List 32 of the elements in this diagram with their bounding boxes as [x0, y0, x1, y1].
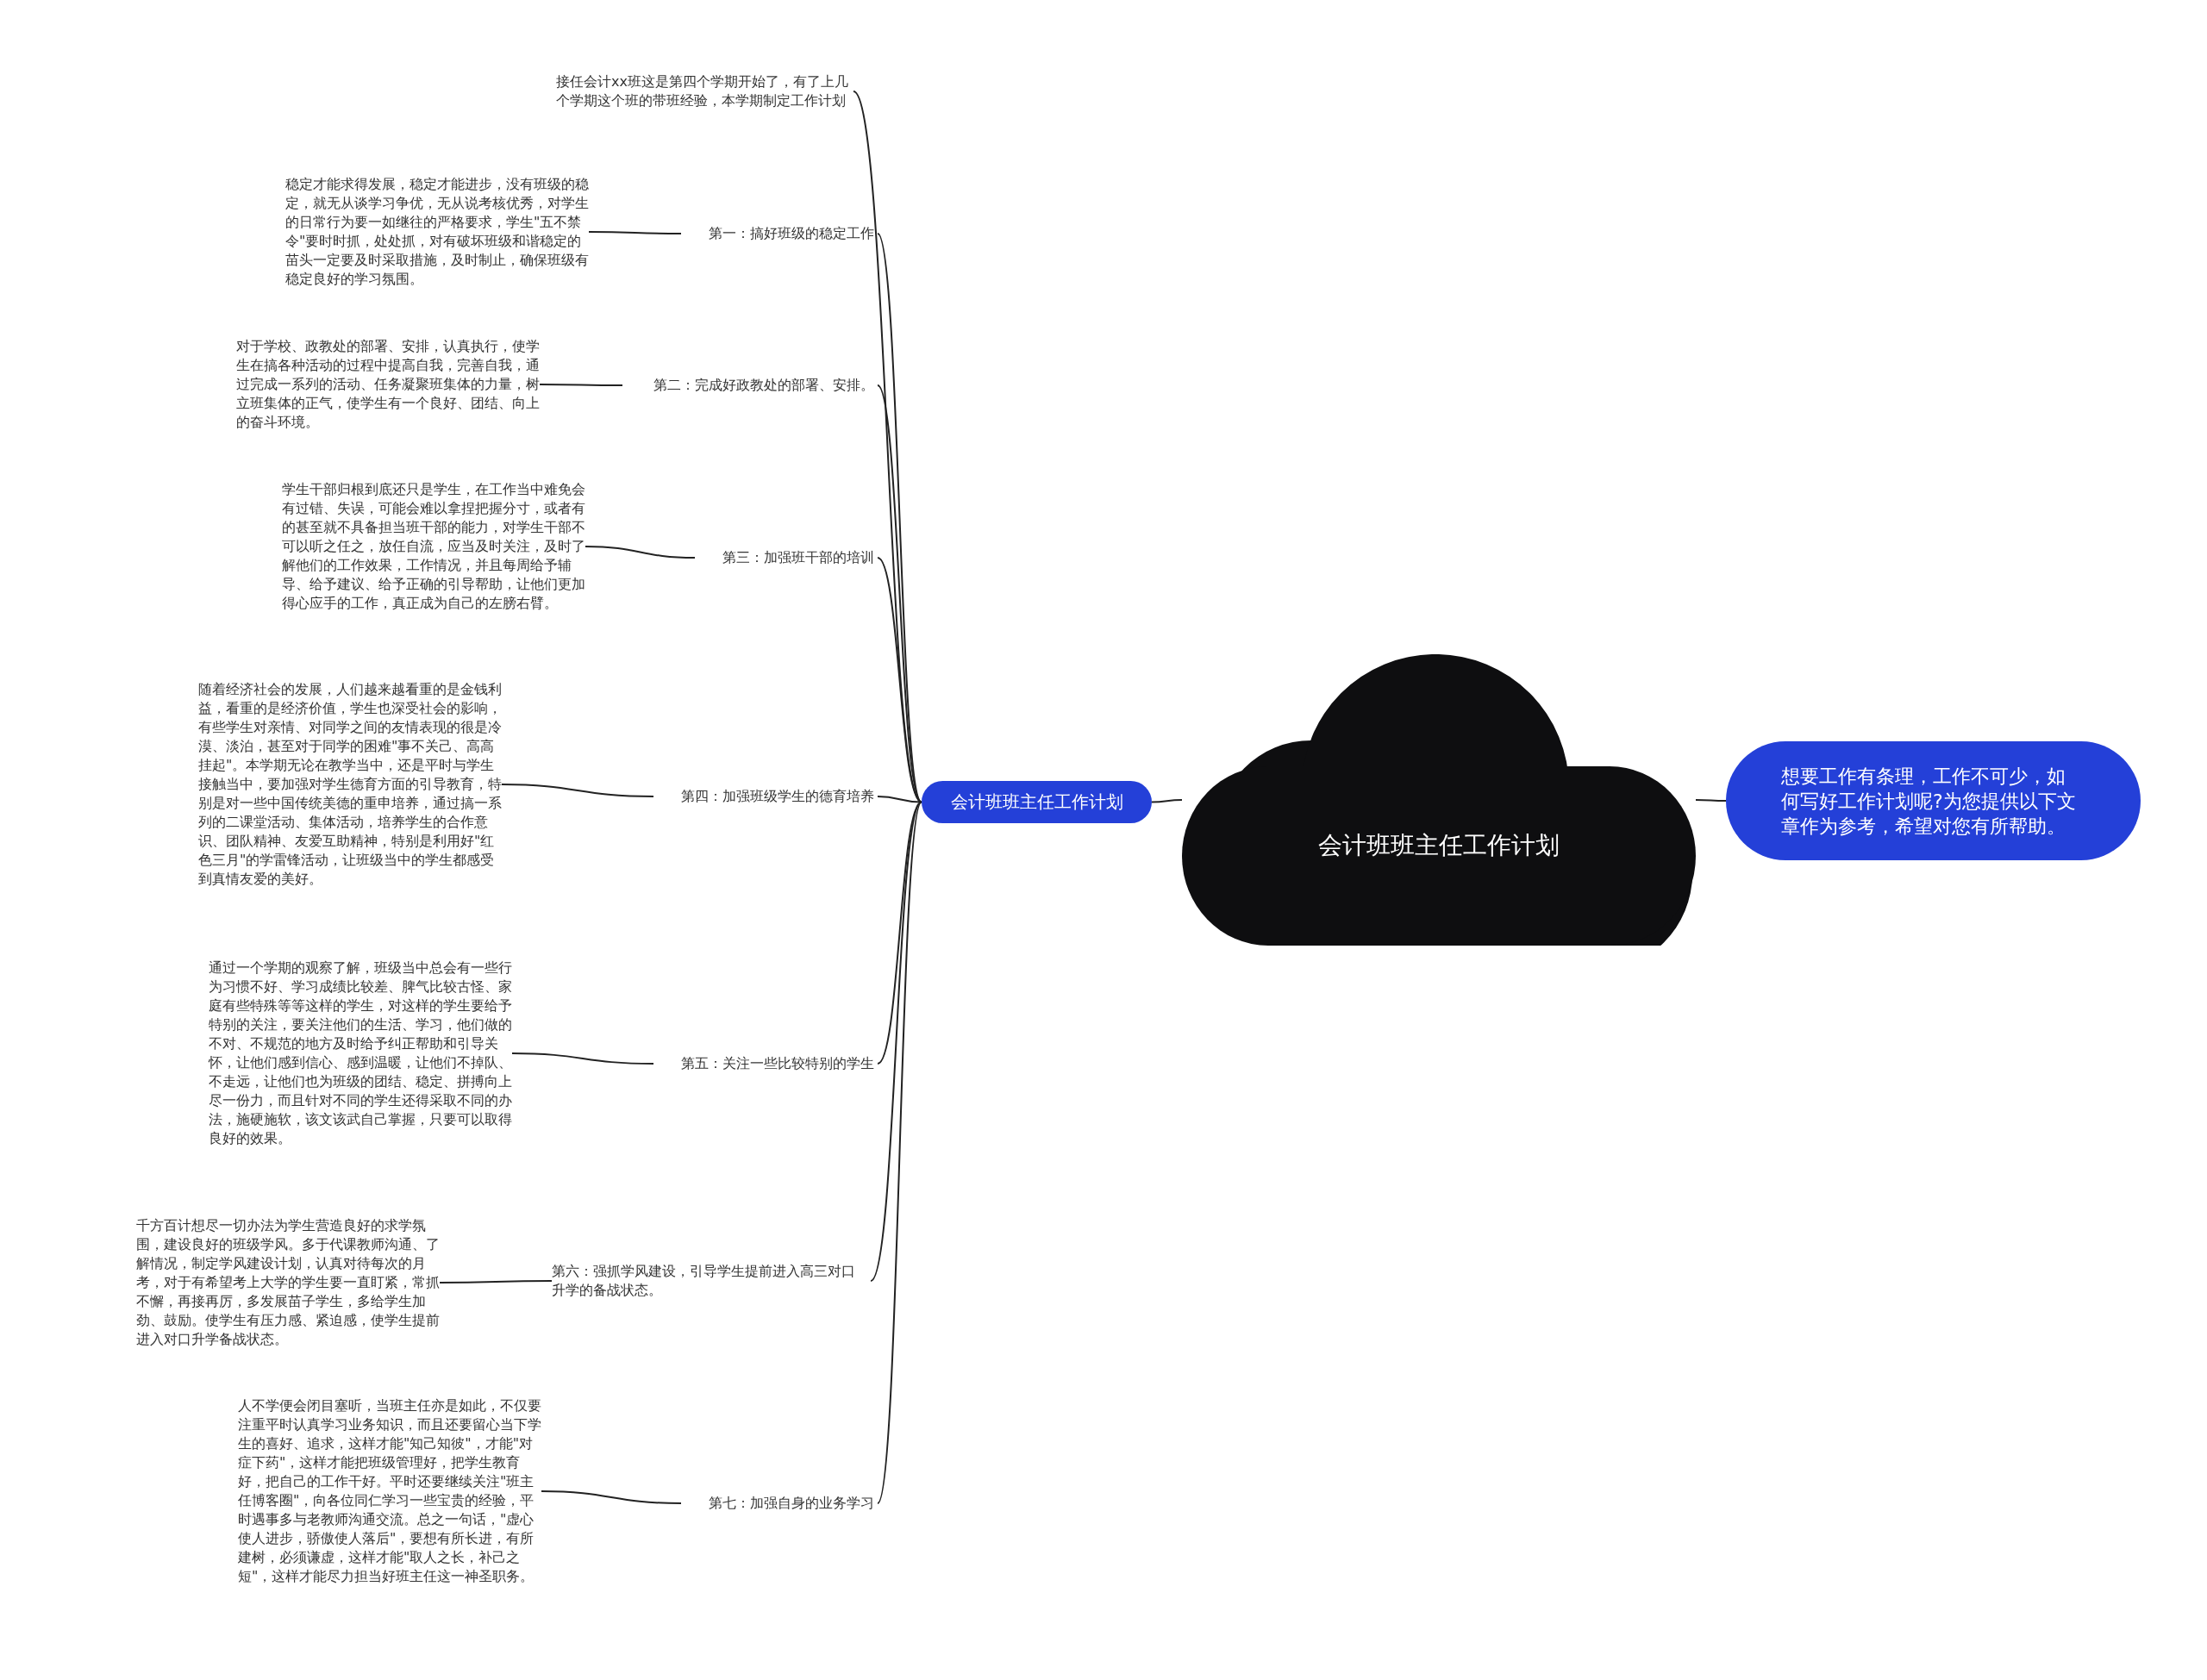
- branch-heading: 第七：加强自身的业务学习: [681, 1494, 878, 1513]
- connector-line: [511, 1052, 654, 1065]
- connector-line: [877, 796, 922, 803]
- detail-text: 稳定才能求得发展，稳定才能进步，没有班级的稳定，就无从谈学习争优，无从说考核优秀，对学生的日常行为要一如继往的严格要求，学生"五不禁令"要时时抓，处处抓，对有破坏班级和谐稳定的苗头一定要及时采取措施，及时制止，确保班级有稳定良好的学习氛围。: [285, 175, 589, 289]
- connector-line: [588, 231, 682, 234]
- branch-heading: 第二：完成好政教处的部署、安排。: [622, 376, 878, 395]
- branch-heading: 第六：强抓学风建设，引导学生提前进入高三对口升学的备战状态。: [552, 1262, 871, 1300]
- branch-heading: 第五：关注一些比较特别的学生: [653, 1054, 878, 1073]
- detail-text: 通过一个学期的观察了解，班级当中总会有一些行为习惯不好、学习成绩比较差、脾气比较古怪、家庭有些特殊等等这样的学生，对这样的学生要给予特别的关注，要关注他们的生活、学习，他们做的不对、不规范的地方及时给予纠正帮助和引导关怀，让他们感到信心、感到温暖，让他们不掉队、不走远，让他们也为班级的团结、稳定、拼搏向上尽一份力，而且针对不同的学生还得采取不同的办法，施硬施软，该文该武自己掌握，只要可以取得良好的效果。: [209, 959, 512, 1148]
- detail-text: 对于学校、政教处的部署、安排，认真执行，使学生在搞各种活动的过程中提高自我，完善自我，通过完成一系列的活动、任务凝聚班集体的力量，树立班集体的正气，使学生有一个良好、团结、向上的奋斗环境。: [236, 337, 540, 432]
- connector-line: [877, 801, 922, 1065]
- connector-line: [501, 784, 654, 797]
- connector-line: [1695, 799, 1727, 802]
- connector-line: [539, 384, 623, 386]
- connector-line: [877, 801, 922, 1504]
- detail-text: 随着经济社会的发展，人们越来越看重的是金钱利益，看重的是经济价值，学生也深受社会的影响，有些学生对亲情、对同学之间的友情表现的很是冷漠、淡泊，甚至对于同学的困难"事不关己、高高挂起"。本学期无论在教学当中，还是平时与学生接触当中，要加强对学生德育方面的引导教育，特别是对一些中国传统美德的重申培养，通过搞一系列的二课堂活动、集体活动，培养学生的合作意识、团队精神、友爱互助精神，特别是利用好"红色三月"的学雷锋活动，让班级当中的学生都感受到真情友爱的美好。: [198, 680, 502, 889]
- connector-line: [541, 1490, 682, 1504]
- connector-line: [1151, 799, 1183, 803]
- detail-text: 人不学便会闭目塞听，当班主任亦是如此，不仅要注重平时认真学习业务知识，而且还要留心当下学生的喜好、追求，这样才能"知己知彼"，才能"对症下药"，这样才能把班级管理好，把学生教育好，把自己的工作干好。平时还要继续关注"班主任博客圈"，向各位同仁学习一些宝贵的经验，平时遇事多与老教师沟通交流。总之一句话，"虚心使人进步，骄傲使人落后"，要想有所长进，有所建树，必须谦虚，这样才能"取人之长，补己之短"，这样才能尽力担当好班主任这一神圣职务。: [238, 1396, 541, 1586]
- topic-pill: 会计班班主任工作计划: [922, 781, 1152, 823]
- summary-pill: 想要工作有条理，工作不可少，如何写好工作计划呢?为您提供以下文章作为参考，希望对您有所帮助。: [1726, 741, 2141, 860]
- detail-text: 千方百计想尽一切办法为学生营造良好的求学氛围，建设良好的班级学风。多于代课教师沟通、了解情况，制定学风建设计划，认真对待每次的月考，对于有希望考上大学的学生要一直盯紧，常抓不懈，再接再厉，多发展苗子学生，多给学生加劲、鼓励。使学生有压力感、紧迫感，使学生提前进入对口升学备战状态。: [136, 1216, 440, 1349]
- branch-heading: 第四：加强班级学生的德育培养: [653, 787, 878, 806]
- topic-title: 会计班班主任工作计划: [1317, 831, 1560, 860]
- connector-line: [870, 801, 922, 1282]
- branch-heading: 第一：搞好班级的稳定工作: [681, 224, 878, 243]
- connector-line: [585, 546, 696, 559]
- connector-line: [877, 233, 922, 803]
- branch-heading: 第三：加强班干部的培训: [695, 548, 878, 567]
- intro-text: 接任会计xx班这是第四个学期开始了，有了上几个学期这个班的带班经验，本学期制定工作计划: [556, 72, 853, 110]
- connector-line: [439, 1280, 553, 1283]
- detail-text: 学生干部归根到底还只是学生，在工作当中难免会有过错、失误，可能会难以拿捏把握分寸，或者有的甚至就不具备担当班干部的能力，对学生干部不可以听之任之，放任自流，应当及时关注，及时了解他们的工作效果，工作情况，并且每周给予辅导、给予建议、给予正确的引导帮助，让他们更加得心应手的工作，真正成为自己的左膀右臂。: [282, 480, 585, 613]
